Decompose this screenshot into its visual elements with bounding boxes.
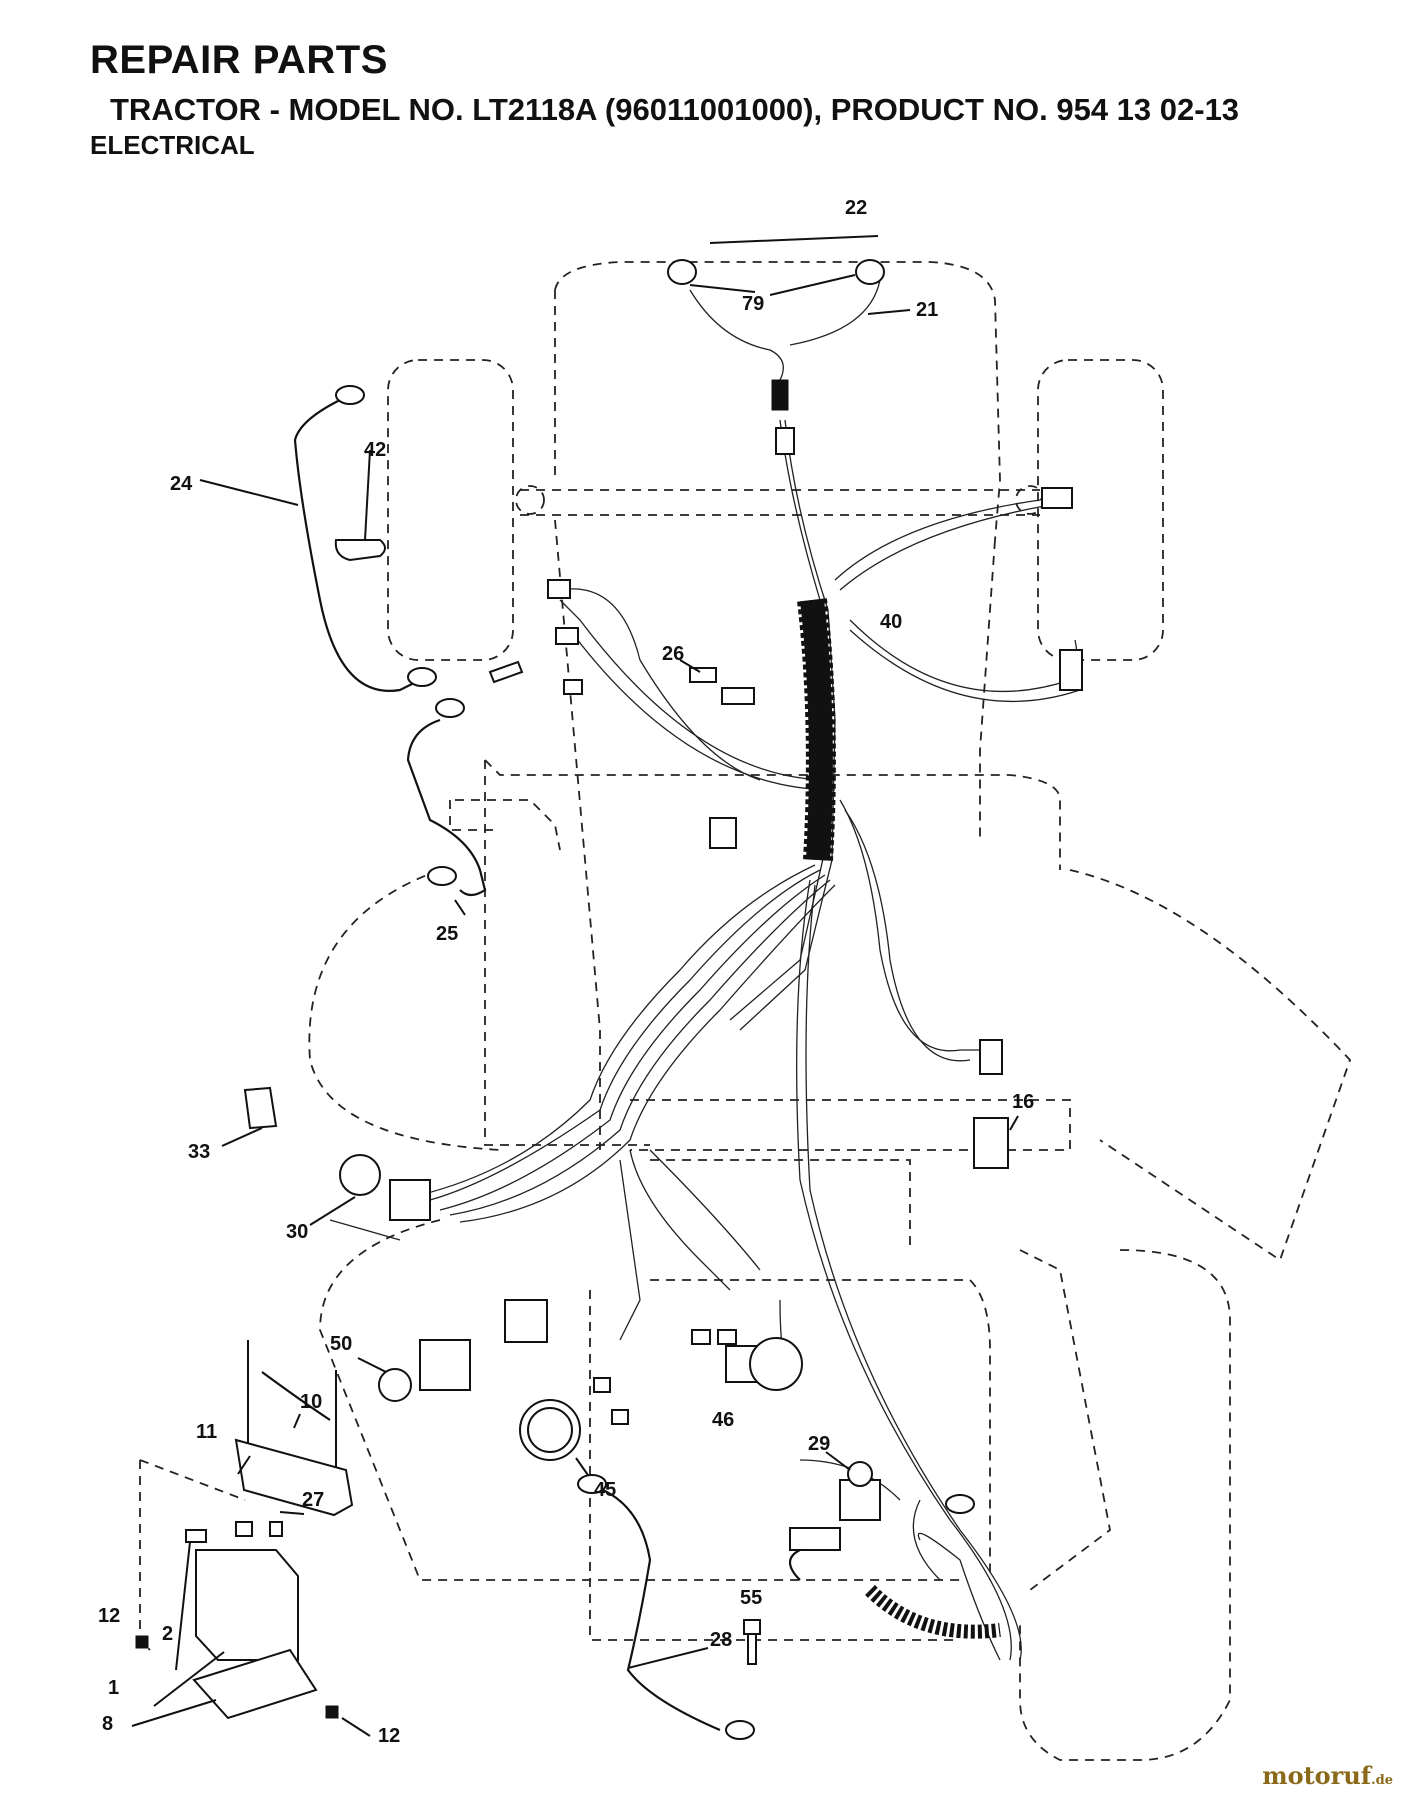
callout-8: 8 — [102, 1713, 113, 1735]
cable-28 — [577, 1474, 755, 1740]
callout-labels: 22 79 21 24 42 40 26 25 16 33 30 50 10 1… — [98, 197, 1034, 1747]
battery-assembly — [131, 1340, 371, 1737]
callout-27: 27 — [302, 1489, 324, 1511]
callout-22: 22 — [845, 197, 867, 219]
cable-24 — [199, 385, 437, 692]
watermark-logo: motoruf.de — [1262, 1761, 1393, 1790]
callout-16: 16 — [1012, 1091, 1034, 1113]
watermark-suffix: .de — [1371, 1773, 1393, 1788]
callout-1: 1 — [108, 1677, 119, 1699]
part-33 — [221, 1086, 278, 1147]
solenoid-29 — [788, 1451, 1001, 1639]
callout-46: 46 — [712, 1409, 734, 1431]
callout-50: 50 — [330, 1333, 352, 1355]
callout-79: 79 — [742, 293, 764, 315]
callout-24: 24 — [170, 473, 193, 495]
switch-16 — [973, 1039, 1019, 1169]
ignition-switch-30 — [309, 1154, 431, 1241]
headlight-harness — [667, 235, 911, 455]
callout-30: 30 — [286, 1221, 308, 1243]
wire-loom-40 — [797, 598, 836, 861]
callout-42: 42 — [364, 439, 386, 461]
callout-21: 21 — [916, 299, 938, 321]
callout-12-right: 12 — [378, 1725, 400, 1747]
callout-28: 28 — [710, 1629, 732, 1651]
watermark-brand: motoruf — [1262, 1761, 1372, 1790]
connectors-center — [547, 487, 1083, 849]
callout-29: 29 — [808, 1433, 830, 1455]
gauge-45 — [519, 1399, 591, 1479]
hour-meter-46 — [725, 1337, 803, 1391]
callout-40: 40 — [880, 611, 902, 633]
callout-55: 55 — [740, 1587, 762, 1609]
tractor-outline — [308, 261, 1352, 1761]
callout-33: 33 — [188, 1141, 210, 1163]
callout-10: 10 — [300, 1391, 322, 1413]
callout-25: 25 — [436, 923, 458, 945]
callout-26: 26 — [662, 643, 684, 665]
bolt-55 — [743, 1619, 761, 1665]
cable-25 — [406, 660, 524, 916]
callout-11: 11 — [196, 1421, 217, 1443]
page-title: REPAIR PARTS — [90, 38, 388, 82]
callout-45: 45 — [594, 1479, 616, 1501]
switch-50 — [357, 1339, 471, 1402]
callout-2: 2 — [162, 1623, 173, 1645]
connector-block — [504, 1299, 737, 1425]
section-heading: ELECTRICAL — [90, 130, 255, 160]
callout-12-left: 12 — [98, 1605, 120, 1627]
boot-42 — [334, 449, 386, 562]
model-subtitle: TRACTOR - MODEL NO. LT2118A (96011001000… — [110, 92, 1240, 127]
